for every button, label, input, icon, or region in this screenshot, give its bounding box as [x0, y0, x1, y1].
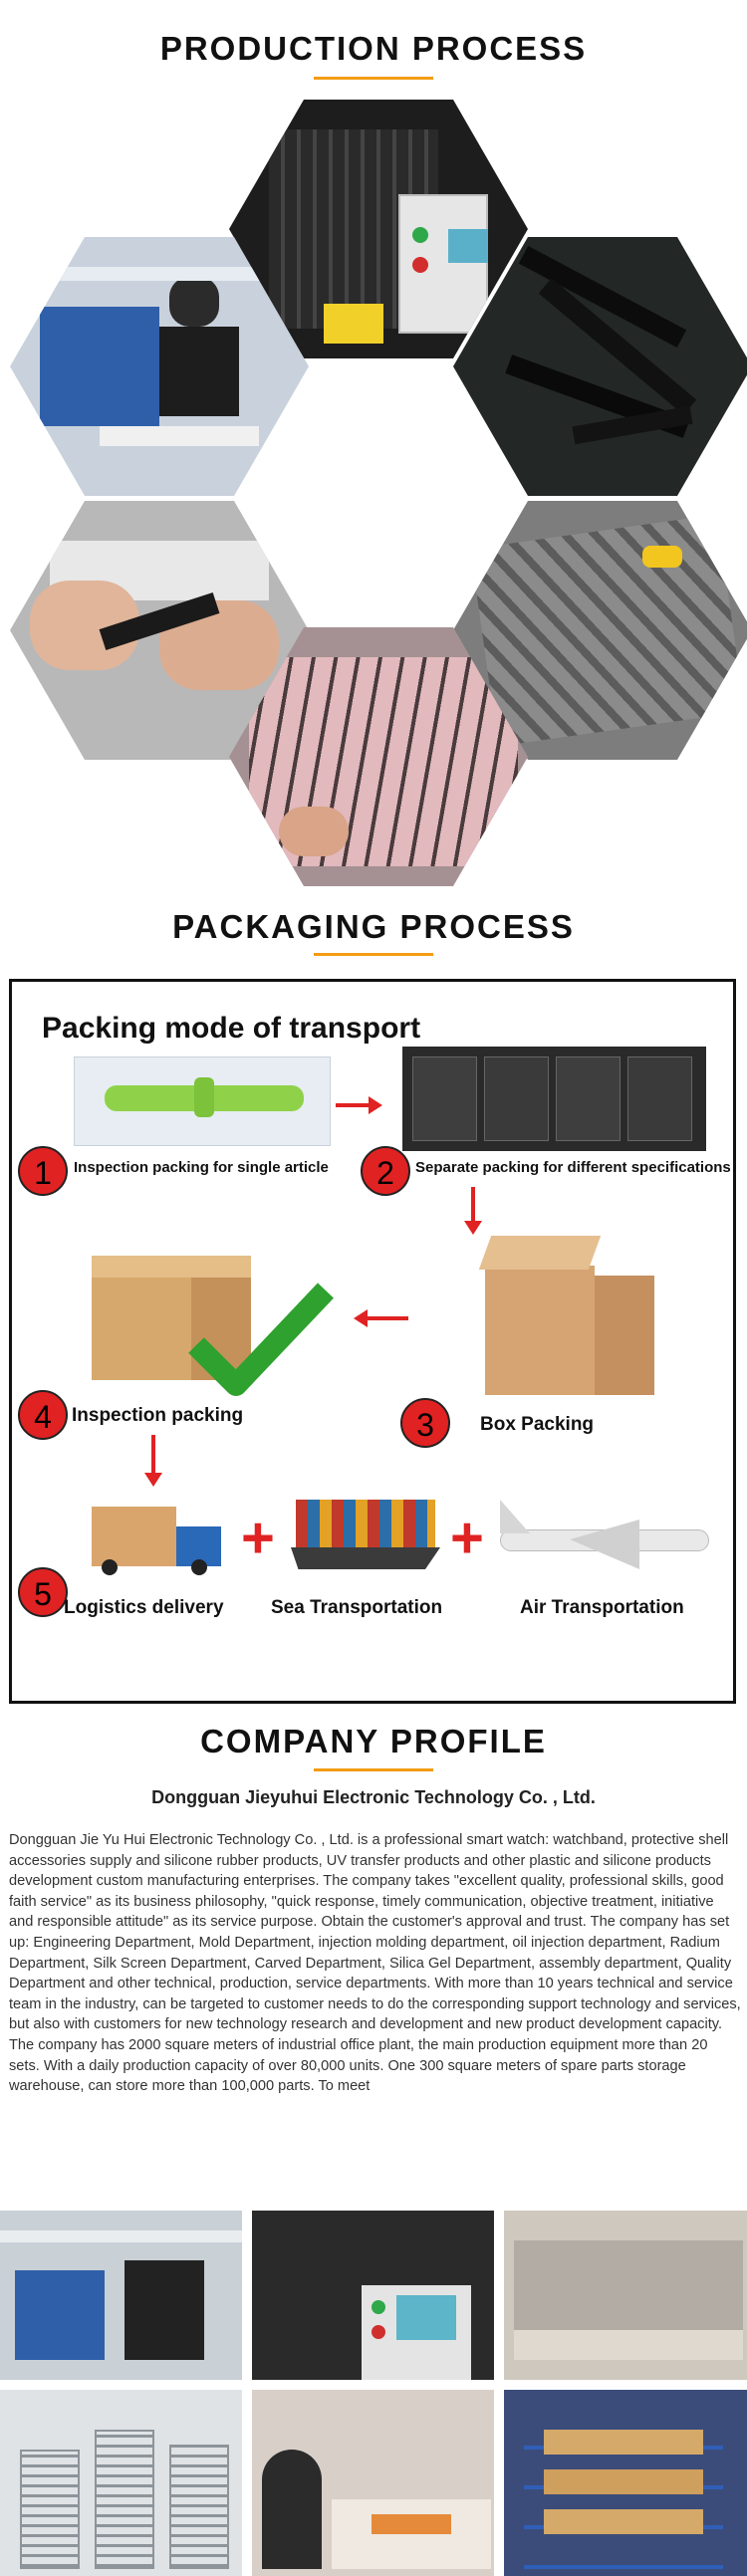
- image-airplane: [490, 1490, 719, 1579]
- arrow-4-to-5: [151, 1435, 155, 1475]
- arrowhead-1-to-2: [369, 1096, 382, 1114]
- step-3-badge: 3: [400, 1398, 450, 1448]
- photo-injection-workshop: [0, 2211, 242, 2380]
- packaging-title-underline: [314, 953, 433, 956]
- plus-sign-2: +: [450, 1506, 484, 1570]
- arrowhead-3-to-4: [354, 1309, 368, 1327]
- image-separate-packing-bags: [402, 1047, 706, 1151]
- packing-mode-heading: Packing mode of transport: [42, 1012, 421, 1045]
- company-profile-text: Dongguan Jie Yu Hui Electronic Technolog…: [9, 1832, 741, 2095]
- company-name: Dongguan Jieyuhui Electronic Technology …: [151, 1787, 596, 1807]
- step-1-label: Inspection packing for single article: [74, 1159, 329, 1176]
- image-open-box: [465, 1226, 664, 1400]
- packaging-diagram: Packing mode of transport 1 Inspection p…: [9, 979, 736, 1704]
- production-process-title: PRODUCTION PROCESS: [159, 30, 588, 67]
- photo-production-line: [504, 2211, 747, 2380]
- step-5-label: Logistics delivery: [64, 1597, 224, 1618]
- image-cargo-ship: [286, 1470, 445, 1579]
- green-check-icon: [186, 1281, 336, 1400]
- photo-assembly-workers: [252, 2390, 494, 2576]
- image-single-article-bag: [74, 1056, 331, 1146]
- step-4-label: Inspection packing: [72, 1405, 244, 1426]
- step-2-label: Separate packing for different specifica…: [415, 1159, 731, 1176]
- step-4-badge: 4: [18, 1390, 68, 1440]
- arrow-1-to-2: [336, 1103, 371, 1107]
- arrow-3-to-4: [367, 1316, 408, 1320]
- arrow-2-to-3: [471, 1187, 475, 1223]
- company-profile-title: COMPANY PROFILE: [200, 1723, 547, 1759]
- image-delivery-truck: [92, 1502, 231, 1576]
- production-title-underline: [314, 77, 433, 80]
- plus-sign-1: +: [241, 1506, 275, 1570]
- sea-transport-label: Sea Transportation: [271, 1597, 443, 1618]
- step-5-badge: 5: [18, 1567, 68, 1617]
- step-1-badge: 1: [18, 1146, 68, 1196]
- step-2-badge: 2: [361, 1146, 410, 1196]
- packaging-process-title: PACKAGING PROCESS: [172, 908, 575, 945]
- arrowhead-2-to-3: [464, 1221, 482, 1235]
- photo-warehouse-shelves: [504, 2390, 747, 2576]
- company-title-underline: [314, 1768, 433, 1771]
- photo-drying-racks: [0, 2390, 242, 2576]
- arrowhead-4-to-5: [144, 1473, 162, 1487]
- photo-control-panel: [252, 2211, 494, 2380]
- hex-photo-injection-machine: [10, 237, 309, 496]
- step-3-label: Box Packing: [480, 1414, 595, 1435]
- air-transport-label: Air Transportation: [520, 1597, 684, 1618]
